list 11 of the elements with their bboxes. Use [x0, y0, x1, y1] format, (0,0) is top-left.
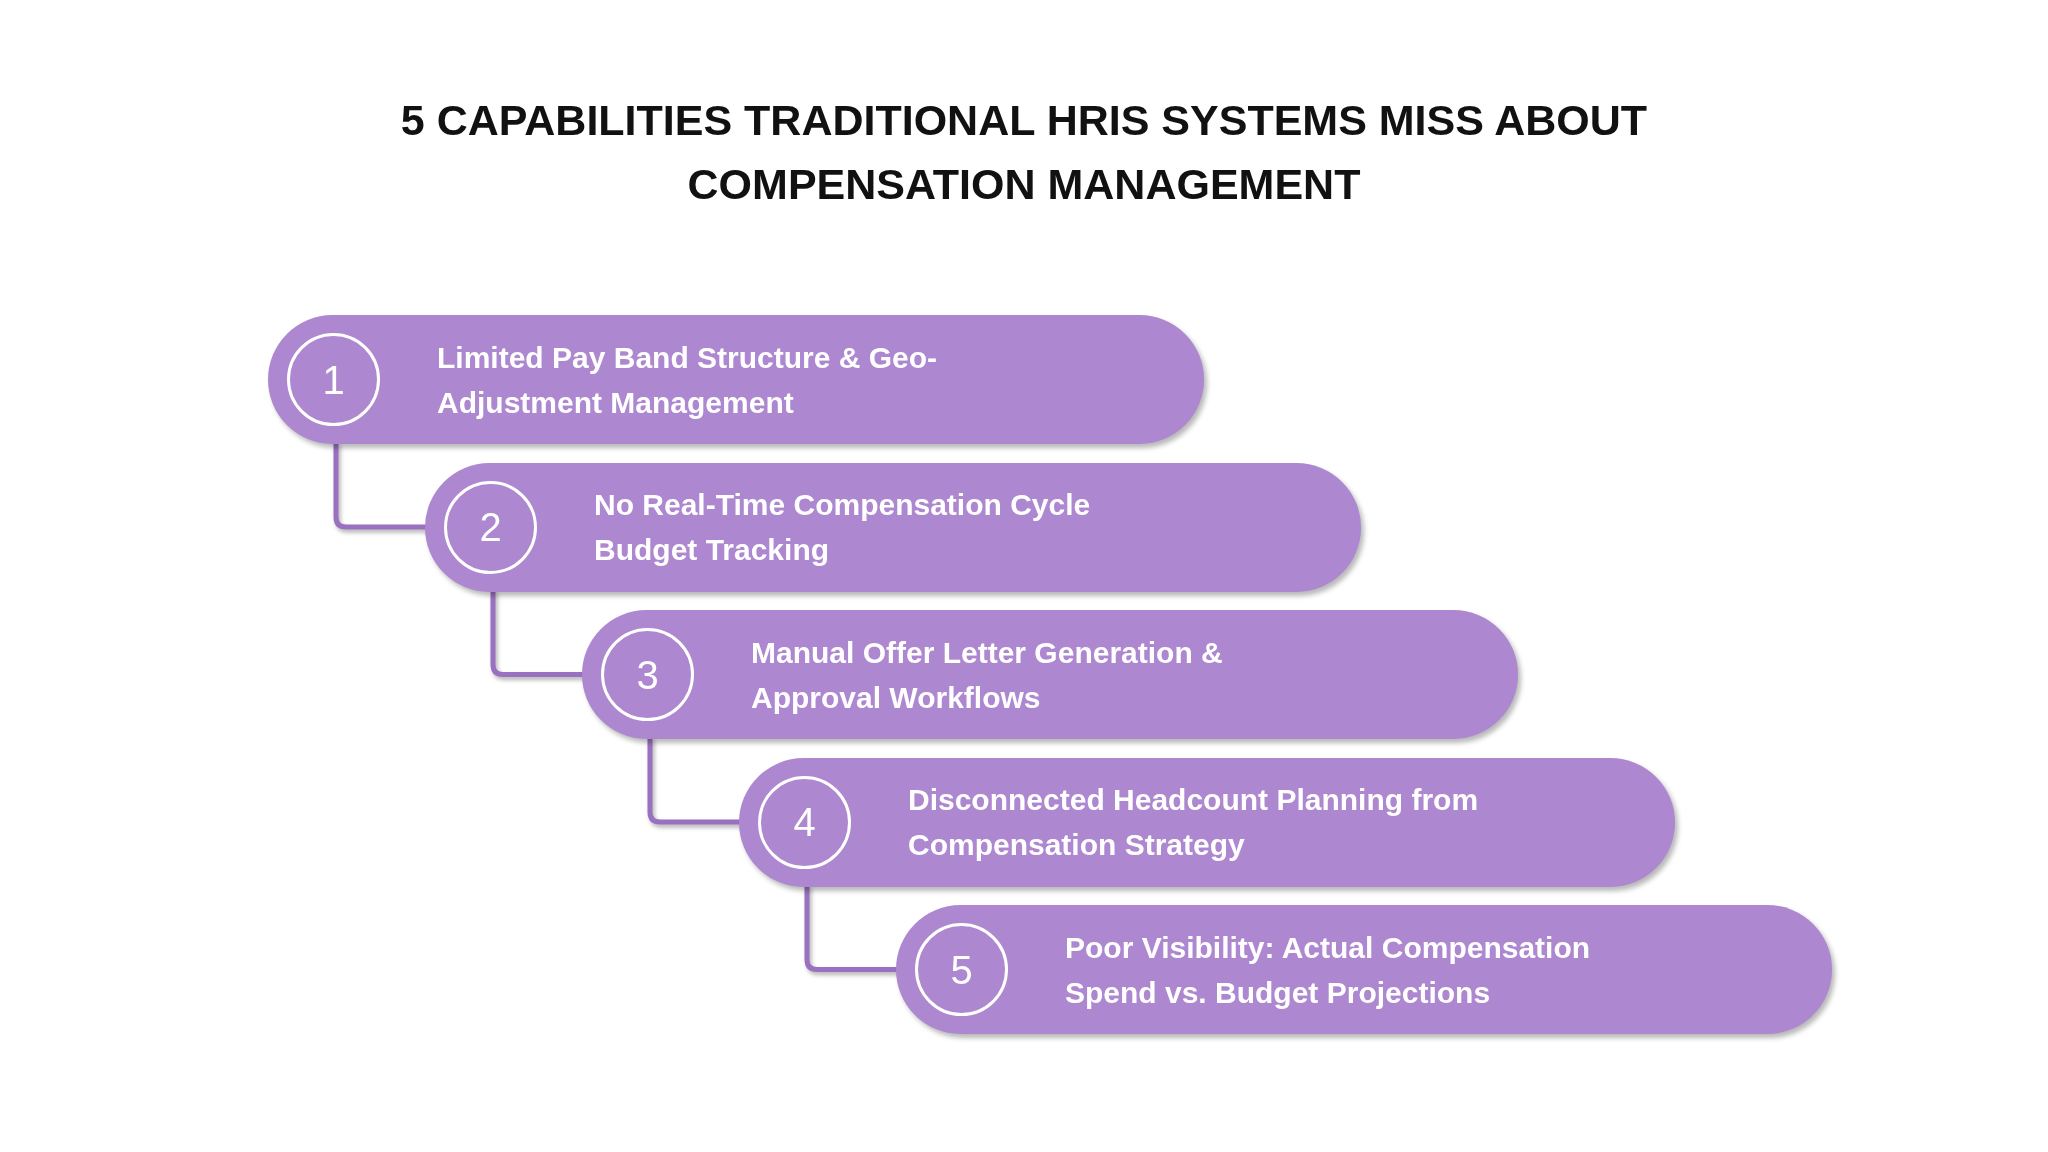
step-label: Manual Offer Letter Generation & Approval Workflows [751, 634, 1224, 716]
step-pill [582, 610, 1518, 739]
step-label: Limited Pay Band Structure & Geo-Adjustment Management [437, 339, 939, 421]
step-pill [896, 905, 1832, 1034]
title: 5 CAPABILITIES TRADITIONAL HRIS SYSTEMS MISS ABOUT COMPENSATION MANAGEMENT [399, 95, 1649, 210]
step-label: Poor Visibility: Actual Compensation Spend vs. Budget Projections [1065, 929, 1592, 1011]
step-label: Disconnected Headcount Planning from Compensation Strategy [908, 782, 1480, 863]
step-pill [739, 757, 1675, 887]
step-label: No Real-Time Compensation Cycle Budget Tracking [594, 487, 1092, 568]
step-pill [268, 315, 1204, 444]
step-pill [425, 462, 1361, 592]
